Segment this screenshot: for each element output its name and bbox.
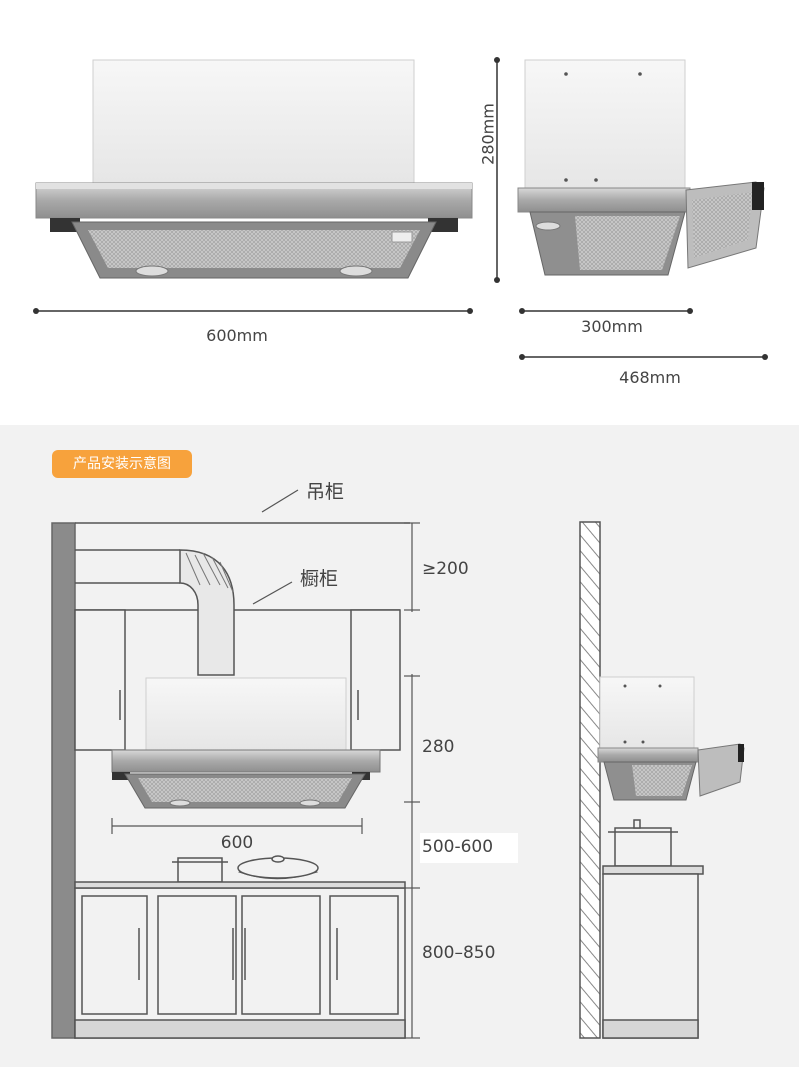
hood-side-view — [517, 59, 765, 276]
install-diagram-title-badge: 产品安装示意图 — [52, 450, 192, 478]
cupboard-callout: 橱柜 — [252, 568, 338, 605]
depth-closed-dimension: 300mm — [519, 308, 693, 336]
install-hood-front — [111, 677, 381, 809]
cupboard-label: 橱柜 — [300, 568, 338, 590]
vertical-dimension-chain — [404, 522, 420, 1039]
wall-cabinet-label: 吊柜 — [306, 481, 344, 503]
hood-width-dimension — [111, 818, 363, 834]
hood-front-view — [35, 59, 473, 279]
height-label: 280mm — [479, 103, 498, 165]
side-pot-and-counter — [602, 819, 704, 1039]
depth-open-label: 468mm — [619, 368, 681, 387]
cookware — [172, 855, 319, 883]
base-cabinets — [74, 881, 406, 1039]
hob-distance-label: 500-600 — [422, 837, 493, 857]
height-dimension: 280mm — [479, 57, 500, 283]
depth-closed-label: 300mm — [581, 317, 643, 336]
wall-cabinet-callout: 吊柜 — [261, 481, 344, 513]
label-backdrop — [420, 833, 518, 863]
hood-height-label: 280 — [422, 737, 454, 757]
install-front-view — [51, 522, 410, 1039]
width-dimension: 600mm — [33, 308, 473, 345]
install-side-view — [579, 521, 745, 1039]
counter-height-label: 800–850 — [422, 943, 495, 963]
hood-width-label: 600 — [221, 833, 253, 853]
width-label: 600mm — [206, 326, 268, 345]
depth-open-dimension: 468mm — [519, 354, 768, 387]
dimension-gap — [405, 612, 420, 674]
gap-top-label: ≥200 — [422, 559, 469, 579]
